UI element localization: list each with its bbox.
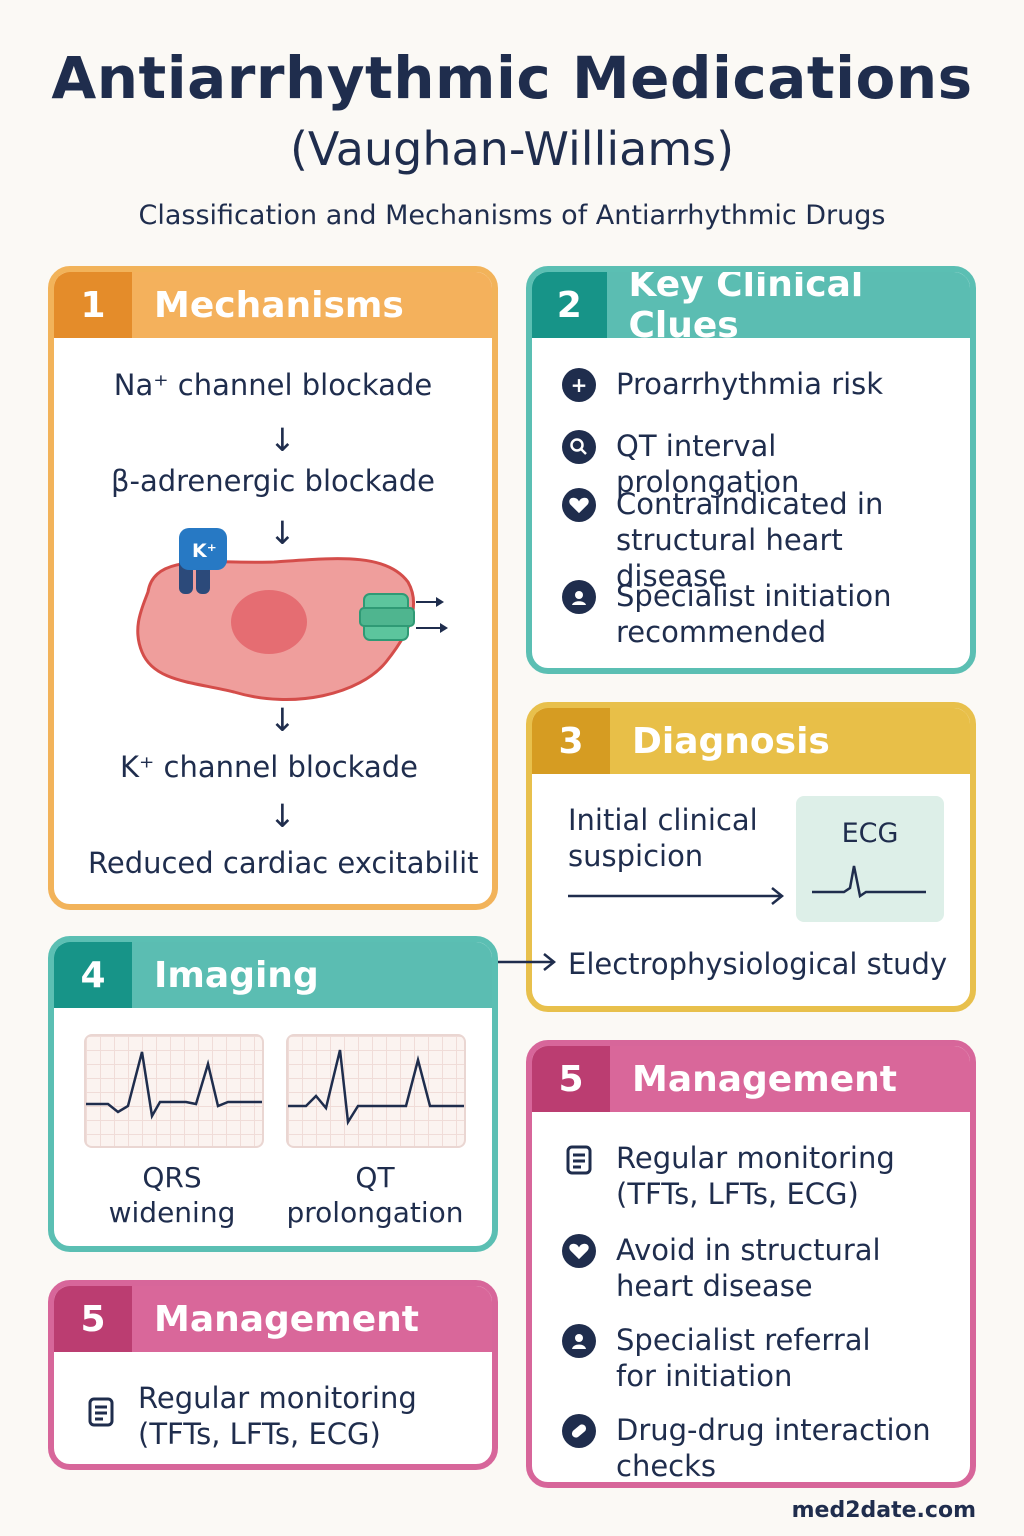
diagnosis-number: 3: [532, 708, 610, 774]
initial-suspicion: Initial clinical suspicion: [568, 803, 758, 873]
clinical-clues-title: Key Clinical Clues: [628, 266, 864, 346]
clinical-clues-card: 2 Key Clinical Clues + Proarrhythmia ris…: [526, 266, 976, 674]
cardiac-cell-illustration: [136, 528, 448, 702]
potassium-label: K⁺: [192, 540, 217, 562]
person-icon: [562, 1324, 596, 1358]
magnifier-icon: [562, 430, 596, 464]
potassium-channel-icon: [179, 528, 227, 594]
imaging-title: Imaging: [154, 954, 319, 996]
heart-icon: [562, 1234, 596, 1268]
ecg-strip-qt: [286, 1034, 466, 1148]
down-arrow-icon: ↓: [269, 797, 296, 835]
management-item: Regular monitoring (TFTs, LFTs, ECG): [562, 1140, 960, 1212]
down-arrow-icon: ↓: [269, 421, 296, 459]
specialist-icon: [562, 580, 596, 614]
electrophysiological-study: Electrophysiological study: [568, 947, 948, 981]
page-subtitle: Classification and Mechanisms of Antiarr…: [138, 200, 886, 231]
management-left-title: Management: [154, 1298, 419, 1340]
ecg-box: ECG: [796, 796, 944, 922]
arrow-right-icon: [568, 887, 785, 905]
management-card-right: 5 Management Regular monitoring (TFTs, L…: [526, 1040, 976, 1488]
qrs-widening-caption: QRS widening: [108, 1161, 236, 1229]
clue-item: QT interval prolongation: [562, 428, 960, 500]
sodium-channel-icon: [359, 593, 448, 641]
mechanism-step-beta: β-adrenergic blockade: [111, 464, 435, 498]
diagnosis-card: 3 Diagnosis Initial clinical suspicion E…: [526, 702, 976, 1012]
mechanisms-number: 1: [54, 272, 132, 338]
clue-item: + Proarrhythmia risk: [562, 366, 960, 402]
imaging-card: 4 Imaging QRS widening QT prolongation: [48, 936, 498, 1252]
management-right-header: 5 Management: [532, 1046, 970, 1112]
imaging-header: 4 Imaging: [54, 942, 492, 1008]
mechanism-step-excitability: Reduced cardiac excitabilit: [88, 846, 479, 880]
ecg-label: ECG: [841, 818, 899, 849]
plus-icon: +: [562, 368, 596, 402]
diagnosis-title: Diagnosis: [632, 720, 830, 762]
clipboard-icon: [84, 1394, 118, 1428]
mechanisms-header: 1 Mechanisms: [54, 272, 492, 338]
mechanism-step-na: Na⁺ channel blockade: [113, 368, 433, 402]
ecg-waveform-icon: [812, 865, 926, 899]
ecg-trace-qrs: [86, 1051, 262, 1120]
management-left-header: 5 Management: [54, 1286, 492, 1352]
management-item: Drug-drug interaction checks: [562, 1412, 960, 1482]
cell-nucleus: [231, 590, 307, 654]
footer-site[interactable]: med2date.com: [791, 1498, 976, 1523]
clue-item: Specialist initiation recommended: [562, 578, 960, 650]
qt-prolongation-caption: QT prolongation: [286, 1161, 464, 1229]
connector-arrow-icon: [496, 953, 557, 971]
management-right-number: 5: [532, 1046, 610, 1112]
page-title: Antiarrhythmic Medications: [51, 44, 973, 112]
management-item: Regular monitoring (TFTs, LFTs, ECG): [84, 1380, 482, 1452]
clinical-clues-header: 2 Key Clinical Clues: [532, 272, 970, 346]
management-card-left: 5 Management Regular monitoring (TFTs, L…: [48, 1280, 498, 1470]
clue-item: Contraindicated in structural heart dise…: [562, 486, 960, 594]
clipboard-icon: [562, 1142, 596, 1176]
ecg-strip-qrs: [84, 1034, 264, 1148]
management-right-title: Management: [632, 1058, 897, 1100]
pill-icon: [562, 1414, 596, 1448]
down-arrow-icon: ↓: [269, 701, 296, 739]
imaging-number: 4: [54, 942, 132, 1008]
page-title-classification: (Vaughan-Williams): [289, 122, 735, 176]
heart-icon: [562, 488, 596, 522]
clinical-clues-number: 2: [532, 272, 607, 338]
ecg-trace-qt: [288, 1049, 464, 1126]
mechanisms-title: Mechanisms: [154, 284, 404, 326]
management-left-number: 5: [54, 1286, 132, 1352]
management-item: Specialist referral for initiation: [562, 1322, 960, 1394]
mechanisms-card: 1 Mechanisms Na⁺ channel blockade ↓ β-ad…: [48, 266, 498, 910]
diagnosis-header: 3 Diagnosis: [532, 708, 970, 774]
management-item: Avoid in structural heart disease: [562, 1232, 960, 1304]
mechanism-step-k: K⁺ channel blockade: [120, 750, 418, 784]
